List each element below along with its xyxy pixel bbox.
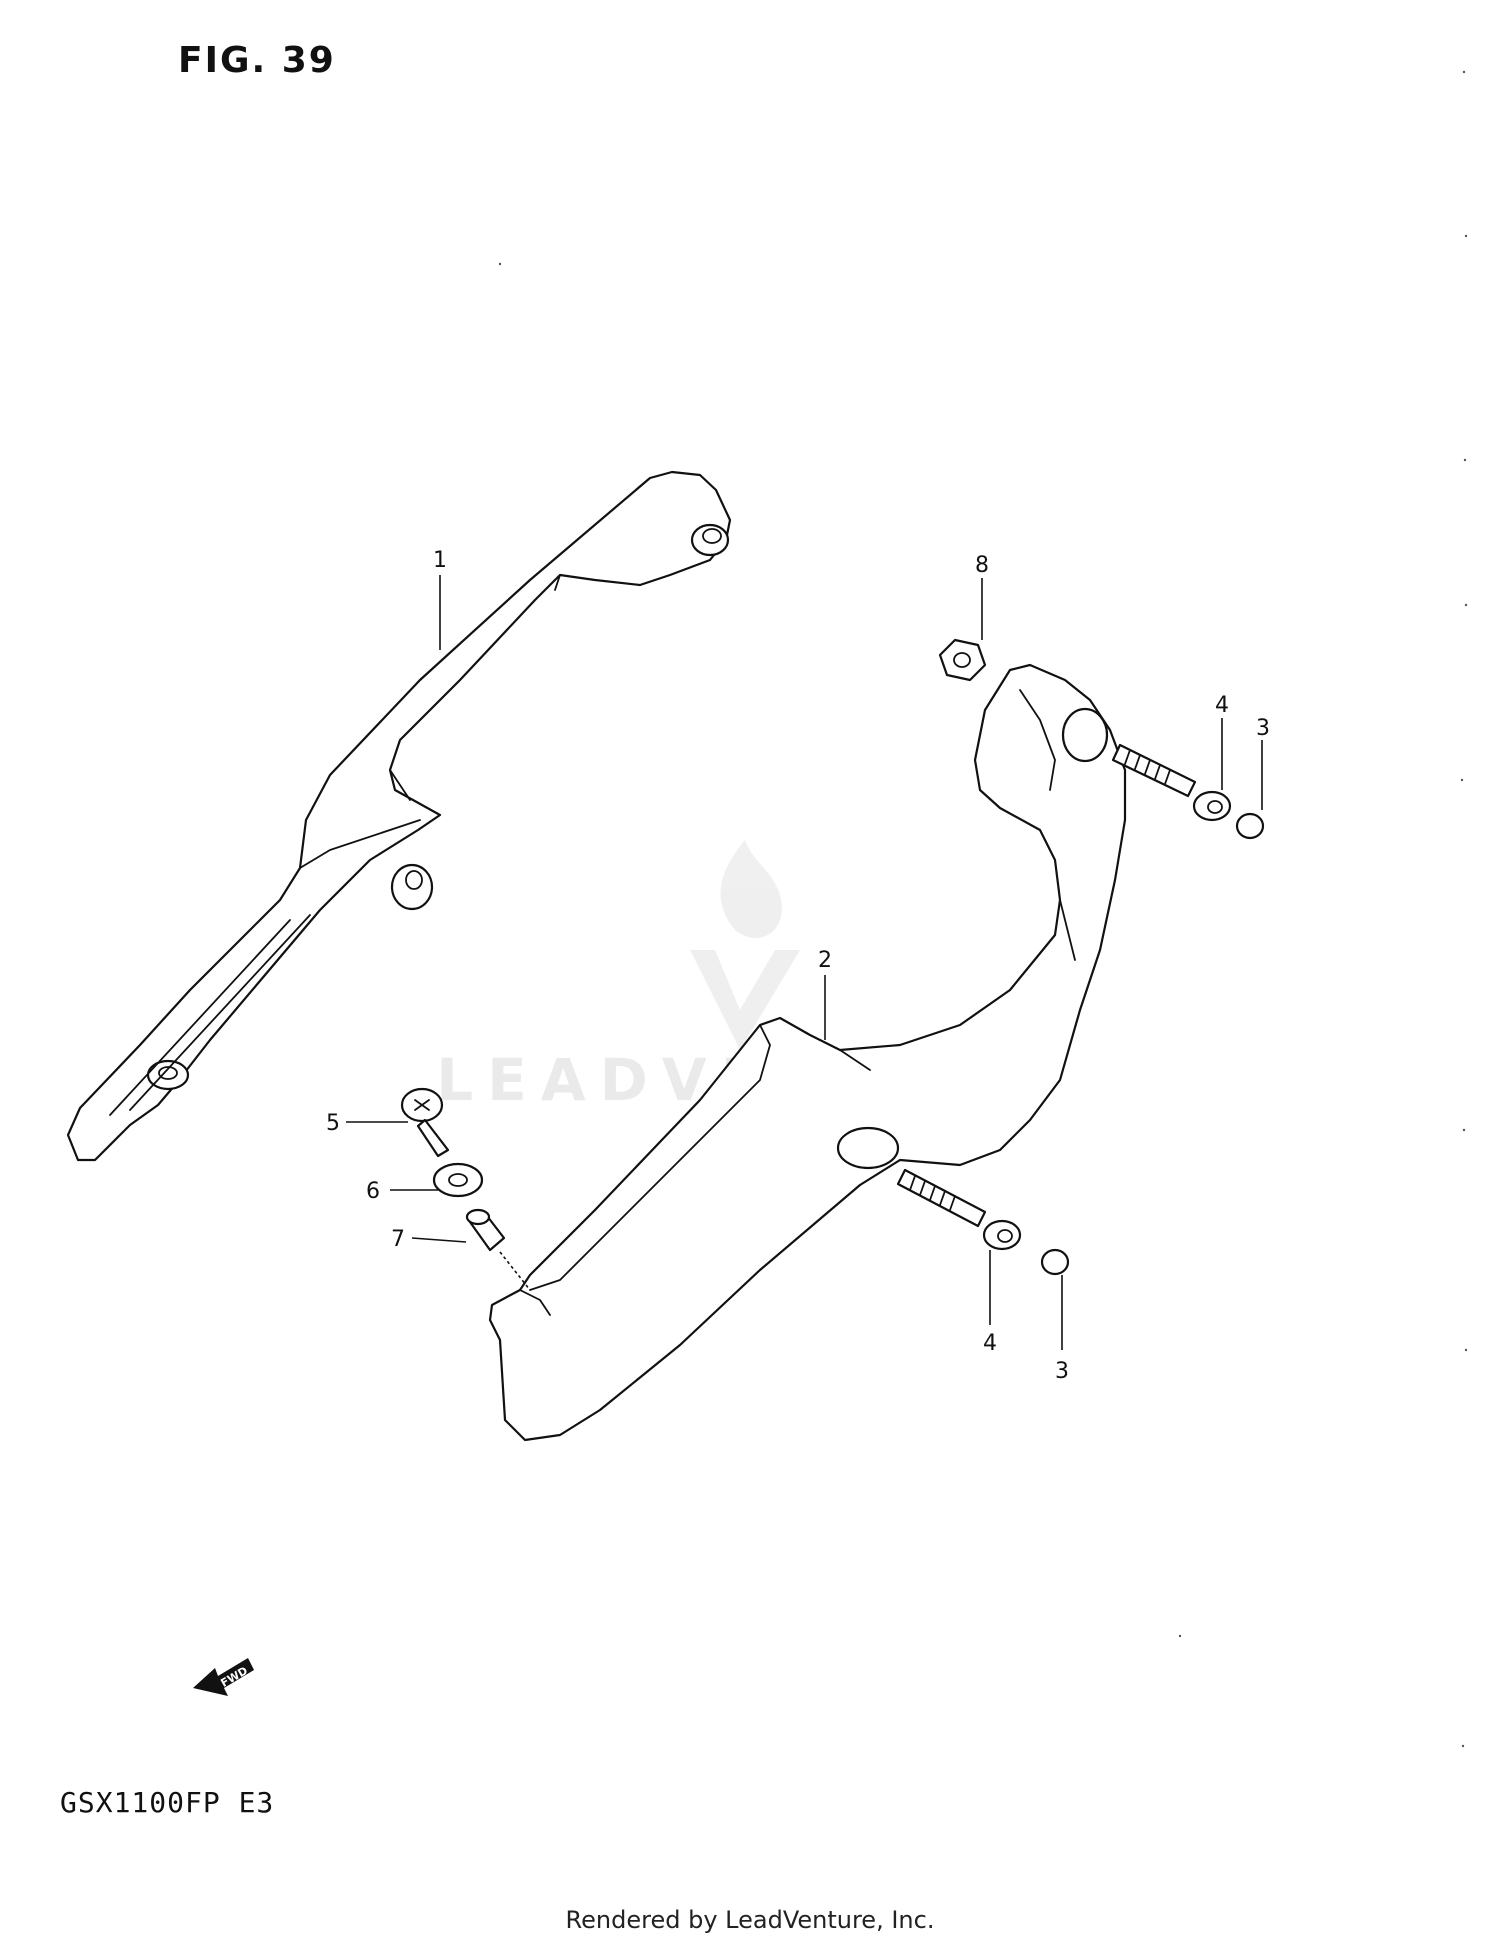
leader-7 [411,1237,467,1243]
part-4-bolt-upper [1111,743,1232,822]
render-credit: Rendered by LeadVenture, Inc. [565,1906,935,1934]
figure-title: FIG. 39 [178,40,336,81]
part-3-cap-lower [1040,1248,1070,1276]
callout-6: 6 [366,1179,380,1204]
watermark-v-icon [690,950,800,1050]
part-3-cap-upper [1235,812,1265,840]
callout-2: 2 [818,948,832,973]
callout-1: 1 [433,548,447,573]
part-7-collar [465,1208,531,1291]
callout-7: 7 [391,1227,405,1252]
callout-4-lower: 4 [983,1331,997,1356]
part-6-washer [432,1162,484,1198]
callout-8: 8 [975,553,989,578]
scan-edge-marks [498,70,1468,1748]
fwd-arrow-icon: FWD [193,1658,254,1696]
callout-3-lower: 3 [1055,1359,1069,1384]
callout-5: 5 [326,1111,340,1136]
model-code: GSX1100FP E3 [60,1786,275,1819]
part-4-bolt-lower [896,1168,1022,1251]
part-2-lower-hole [836,1126,900,1170]
watermark-flame-icon [720,840,782,938]
part-5-screw [400,1087,450,1158]
part-2-upper-hole [1061,707,1109,763]
callout-3-upper: 3 [1256,716,1270,741]
part-2-grab-rail-right [488,663,1127,1442]
callout-4-upper: 4 [1215,693,1229,718]
part-8-nut [938,638,987,682]
part-1-grab-rail-left [66,470,732,1162]
